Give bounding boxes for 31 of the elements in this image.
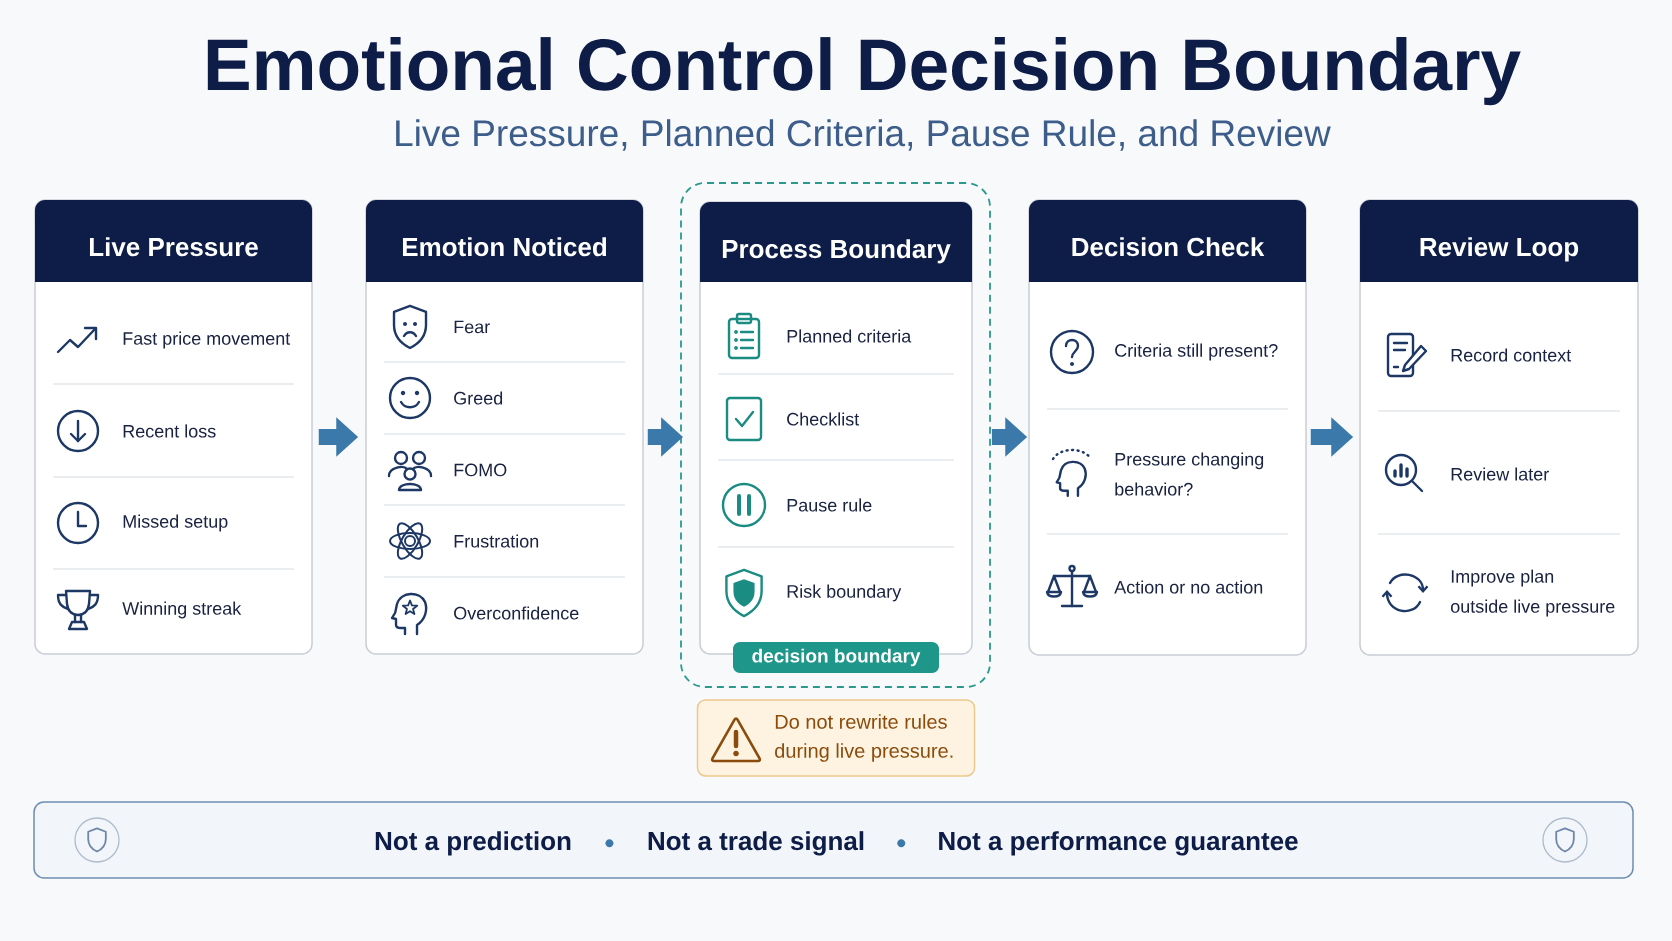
banner-text: Not a trade signal bbox=[648, 831, 864, 856]
card-header: Emotion Noticed bbox=[366, 200, 643, 282]
warning-text: Do not rewrite rules during live pressure. bbox=[775, 714, 953, 762]
badge: decision boundary bbox=[733, 642, 939, 673]
item-text: Criteria still present? bbox=[1115, 343, 1278, 361]
item-text: Pause rule bbox=[787, 498, 872, 512]
item-text: Fast price movement bbox=[123, 331, 291, 349]
title: Emotional Control Decision Boundary bbox=[207, 37, 1521, 106]
item-text: Greed bbox=[454, 391, 503, 405]
banner-text: Not a prediction bbox=[375, 831, 571, 856]
item-text: Recent loss bbox=[123, 424, 216, 438]
item-text: Winning streak bbox=[122, 601, 242, 619]
card-header: Live Pressure bbox=[35, 200, 312, 282]
subtitle: Live Pressure, Planned Criteria, Pause Rule, and Review bbox=[396, 119, 1331, 151]
item-text: Missed setup bbox=[123, 514, 228, 532]
card-header: Process Boundary bbox=[700, 202, 972, 282]
item-text: Planned criteria bbox=[787, 329, 912, 343]
item-text: Overconfidence bbox=[454, 606, 579, 620]
item-text: FOMO bbox=[454, 463, 507, 477]
item-text: Pressure changing behavior? bbox=[1115, 452, 1264, 496]
item-text: Checklist bbox=[787, 412, 860, 426]
card-header: Decision Check bbox=[1029, 200, 1306, 282]
item-text: Fear bbox=[454, 320, 490, 334]
banner-text: Not a performance guarantee bbox=[939, 831, 1298, 856]
item-text: Improve plan outside live pressure bbox=[1450, 569, 1615, 617]
item-text: Record context bbox=[1451, 348, 1572, 362]
item-text: Risk boundary bbox=[787, 584, 902, 602]
item-text: Action or no action bbox=[1114, 580, 1263, 594]
card-header: Review Loop bbox=[1360, 200, 1638, 282]
item-text: Review later bbox=[1451, 467, 1549, 481]
item-text: Frustration bbox=[454, 534, 539, 548]
